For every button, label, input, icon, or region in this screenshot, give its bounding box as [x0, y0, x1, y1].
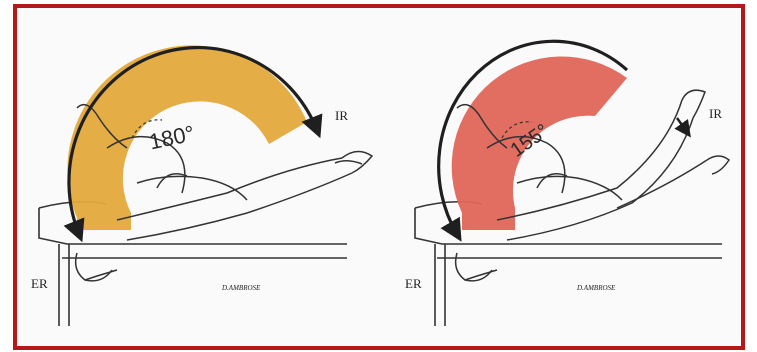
rotation-diagram: 180° IR ER D.AMBROSE: [17, 8, 741, 346]
right-panel: 155° IR ER D.AMBROSE: [405, 41, 729, 326]
right-table: [415, 202, 722, 326]
left-label-er: ER: [31, 276, 48, 291]
right-label-ir: IR: [709, 106, 722, 121]
left-panel: 180° IR ER D.AMBROSE: [31, 45, 372, 326]
right-signature: D.AMBROSE: [576, 284, 616, 292]
left-angle-label: 180°: [147, 121, 197, 155]
right-label-er: ER: [405, 276, 422, 291]
left-signature: D.AMBROSE: [221, 284, 261, 292]
figure-frame: 180° IR ER D.AMBROSE: [13, 4, 745, 350]
right-ir-arrow: [677, 118, 687, 132]
left-label-ir: IR: [335, 108, 348, 123]
